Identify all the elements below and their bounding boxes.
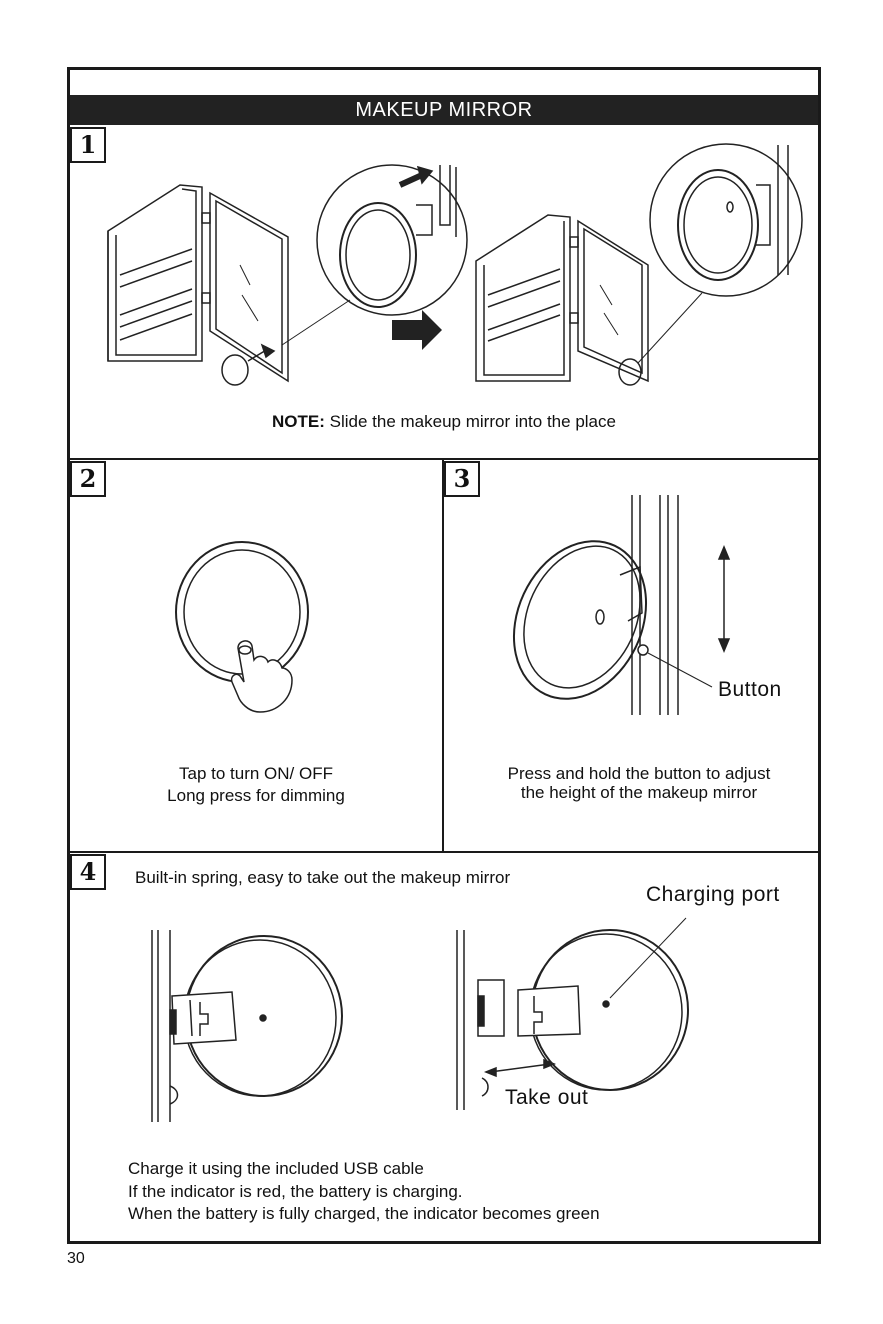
- step1-note: NOTE: Slide the makeup mirror into the p…: [70, 412, 818, 432]
- step3-line2: the height of the makeup mirror: [520, 783, 758, 802]
- step-1-number: 1: [70, 127, 106, 163]
- page-title: MAKEUP MIRROR: [70, 95, 818, 125]
- step-3-number: 3: [444, 461, 480, 497]
- page-number: 30: [67, 1250, 85, 1267]
- step-4-number: 4: [70, 854, 106, 890]
- step2-line2: Long press for dimming: [167, 786, 345, 805]
- divider-step1: [70, 458, 818, 460]
- divider-step2-3: [442, 458, 444, 852]
- step2-line1: Tap to turn ON/ OFF: [179, 764, 333, 783]
- cabinet-open-after: [475, 214, 703, 386]
- zoom-circle-before: [316, 164, 468, 316]
- note-text: Slide the makeup mirror into the place: [324, 412, 616, 431]
- step2-illustration: [175, 541, 309, 713]
- page-frame: [67, 67, 821, 1244]
- step4-illustration: [151, 917, 689, 1122]
- step4-heading: Built-in spring, easy to take out the ma…: [135, 868, 511, 887]
- step-2-number: 2: [70, 461, 106, 497]
- charging-port-callout: Charging port: [646, 883, 780, 906]
- button-callout: Button: [718, 678, 782, 701]
- cabinet-open-before: [107, 184, 351, 386]
- step1-illustration: [107, 143, 803, 386]
- step3-illustration: [512, 495, 731, 715]
- step4-line1: Charge it using the included USB cable: [128, 1159, 424, 1178]
- step4-line2: If the indicator is red, the battery is …: [128, 1182, 463, 1201]
- divider-step4: [70, 851, 818, 853]
- step4-line3: When the battery is fully charged, the i…: [128, 1204, 600, 1223]
- take-out-callout: Take out: [505, 1086, 589, 1109]
- step3-line1: Press and hold the button to adjust: [507, 764, 771, 783]
- zoom-circle-after: [649, 143, 803, 297]
- note-label: NOTE:: [272, 412, 325, 431]
